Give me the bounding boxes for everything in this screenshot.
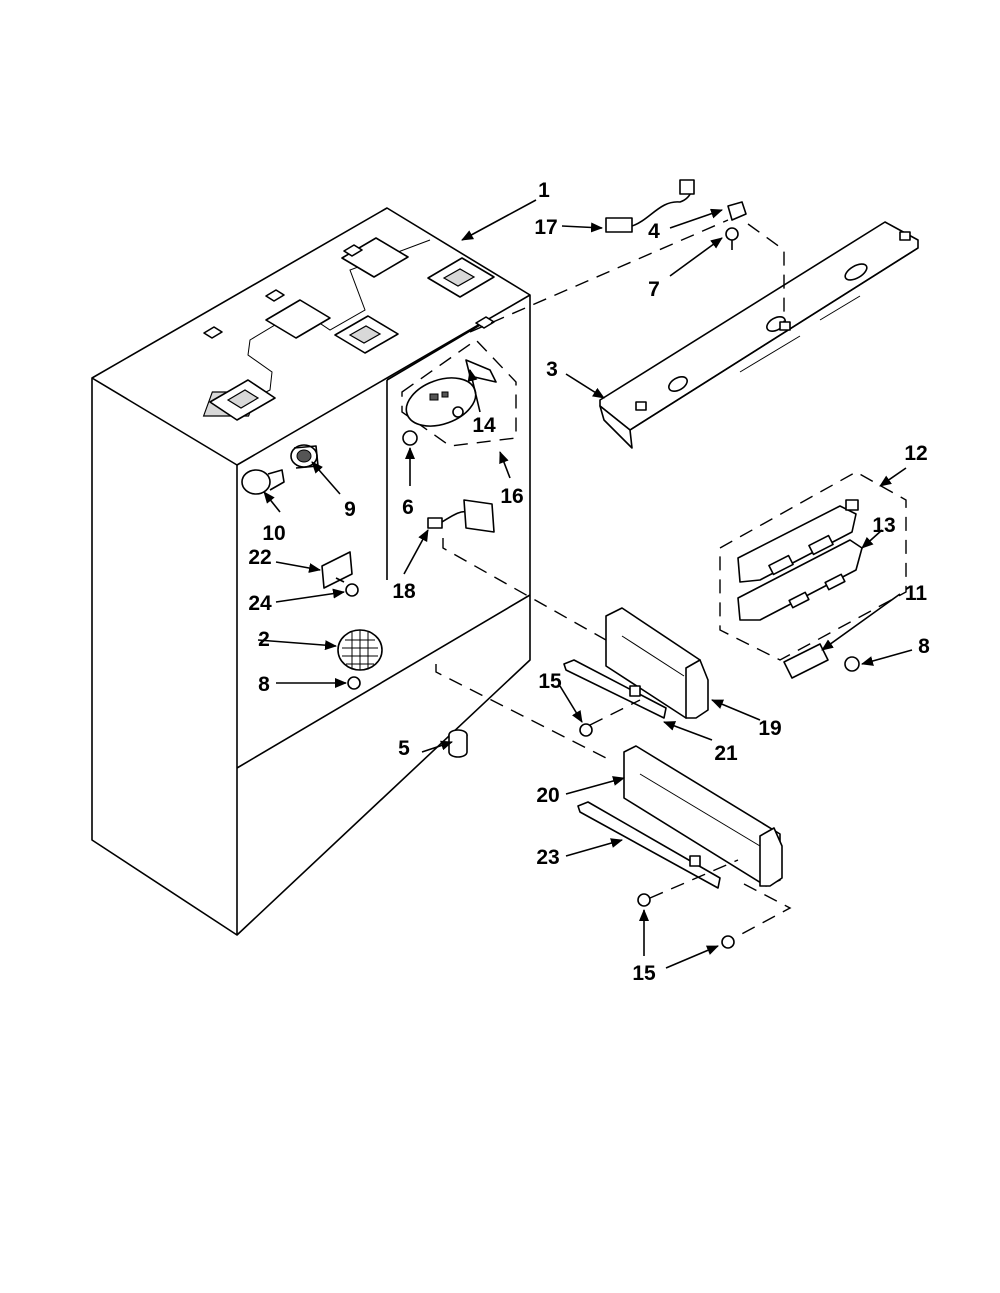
callout-5: 5 bbox=[398, 737, 410, 760]
screw-8-right bbox=[844, 656, 860, 672]
callout-labels: 1 17 4 7 3 14 6 16 9 10 18 22 24 2 8 5 1… bbox=[248, 179, 930, 985]
cabinet-liner bbox=[91, 207, 531, 936]
callout-10: 10 bbox=[262, 522, 285, 545]
callout-8-right: 8 bbox=[918, 635, 930, 658]
callout-18: 18 bbox=[392, 580, 416, 603]
cover-group-12 bbox=[719, 471, 907, 661]
callout-2: 2 bbox=[258, 628, 270, 651]
callout-24: 24 bbox=[248, 592, 272, 615]
callout-3: 3 bbox=[546, 358, 558, 381]
callout-13: 13 bbox=[872, 514, 895, 537]
callout-21: 21 bbox=[714, 742, 738, 765]
rail-3 bbox=[599, 221, 919, 449]
callout-6: 6 bbox=[402, 496, 414, 519]
callout-11: 11 bbox=[905, 582, 928, 605]
callout-15-top: 15 bbox=[538, 670, 562, 693]
callout-15-bottom: 15 bbox=[632, 962, 656, 985]
callout-20: 20 bbox=[536, 784, 559, 807]
assembly-lines bbox=[435, 219, 792, 937]
screw-15-lower-left bbox=[637, 893, 651, 907]
callout-4: 4 bbox=[648, 220, 660, 243]
screw-8-left bbox=[347, 676, 361, 690]
light-socket bbox=[290, 444, 319, 469]
screw-24 bbox=[335, 577, 359, 597]
callout-12: 12 bbox=[904, 442, 927, 465]
callout-16: 16 bbox=[500, 485, 523, 508]
rail-19 bbox=[605, 607, 709, 719]
callout-23: 23 bbox=[536, 846, 559, 869]
rail-20 bbox=[623, 745, 783, 887]
leader-arrows bbox=[257, 199, 913, 969]
callout-1: 1 bbox=[538, 179, 550, 202]
wire-harness-17 bbox=[605, 179, 695, 233]
callout-9: 9 bbox=[344, 498, 356, 521]
callout-14: 14 bbox=[472, 414, 496, 437]
screw-15-top bbox=[579, 723, 593, 737]
screw-7 bbox=[725, 227, 739, 250]
bracket-11 bbox=[783, 643, 829, 679]
screw-15-lower-right bbox=[721, 935, 735, 949]
grille-2 bbox=[337, 629, 383, 671]
callout-19: 19 bbox=[758, 717, 781, 740]
callout-22: 22 bbox=[248, 546, 271, 569]
callout-17: 17 bbox=[534, 216, 557, 239]
callout-7: 7 bbox=[648, 278, 660, 301]
clip-4 bbox=[727, 201, 747, 221]
bracket-22 bbox=[321, 551, 353, 589]
thermistor-5 bbox=[448, 729, 468, 758]
callout-8-left: 8 bbox=[258, 673, 270, 696]
harness-18 bbox=[427, 499, 495, 533]
slide-23 bbox=[577, 801, 721, 889]
slide-21 bbox=[563, 659, 667, 719]
light-bulb bbox=[241, 469, 285, 495]
